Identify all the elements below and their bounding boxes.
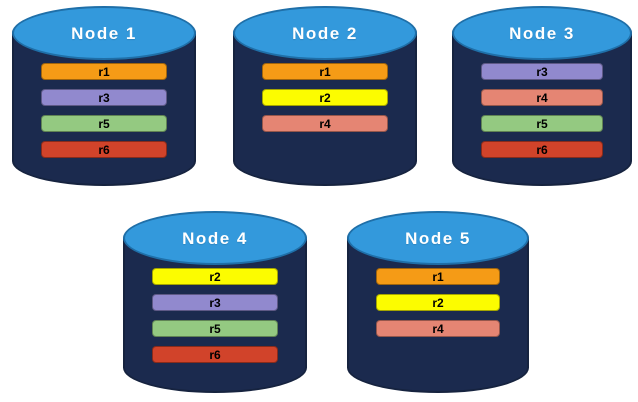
shard-label: r2	[319, 90, 331, 105]
node-cylinder[interactable]: Node 3 r3 r4 r5 r6	[452, 6, 632, 186]
node-top-disc: Node 5	[347, 211, 529, 265]
shard-bar[interactable]: r3	[480, 63, 604, 80]
shard-bar[interactable]: r4	[480, 89, 604, 106]
node-cylinder[interactable]: Node 4 r2 r3 r5 r6	[123, 211, 307, 393]
shard-list: r1 r2 r4	[233, 63, 417, 132]
shard-label: r4	[319, 116, 331, 131]
shard-bar[interactable]: r5	[41, 115, 167, 132]
shard-bar[interactable]: r5	[152, 320, 278, 337]
shard-label: r4	[536, 90, 548, 105]
shard-list: r1 r3 r5 r6	[12, 63, 196, 158]
shard-list: r1 r2 r4	[347, 268, 529, 337]
shard-label: r5	[98, 116, 110, 131]
shard-bar[interactable]: r6	[480, 141, 604, 158]
shard-bar[interactable]: r1	[376, 268, 500, 285]
shard-list: r3 r4 r5 r6	[452, 63, 632, 158]
node-title: Node 2	[292, 23, 358, 43]
node-title: Node 3	[509, 23, 575, 43]
shard-label: r3	[209, 295, 221, 310]
shard-label: r1	[319, 64, 331, 79]
shard-bar[interactable]: r2	[262, 89, 388, 106]
node-cylinder[interactable]: Node 2 r1 r2 r4	[233, 6, 417, 186]
shard-label: r4	[432, 321, 444, 336]
node-title: Node 5	[405, 228, 471, 248]
shard-label: r2	[432, 295, 444, 310]
shard-bar[interactable]: r3	[41, 89, 167, 106]
shard-bar[interactable]: r2	[152, 268, 278, 285]
node-top-disc: Node 1	[12, 6, 196, 60]
node-top-disc: Node 4	[123, 211, 307, 265]
shard-bar[interactable]: r3	[152, 294, 278, 311]
shard-label: r5	[209, 321, 221, 336]
shard-bar[interactable]: r6	[152, 346, 278, 363]
node-title: Node 4	[182, 228, 248, 248]
node-top-disc: Node 2	[233, 6, 417, 60]
node-cylinder[interactable]: Node 5 r1 r2 r4	[347, 211, 529, 393]
shard-label: r6	[98, 142, 110, 157]
shard-label: r3	[536, 64, 548, 79]
shard-label: r6	[536, 142, 548, 157]
shard-bar[interactable]: r1	[41, 63, 167, 80]
node-title: Node 1	[71, 23, 137, 43]
shard-label: r1	[98, 64, 110, 79]
shard-bar[interactable]: r4	[262, 115, 388, 132]
shard-label: r2	[209, 269, 221, 284]
shard-bar[interactable]: r1	[262, 63, 388, 80]
shard-bar[interactable]: r4	[376, 320, 500, 337]
shard-label: r6	[209, 347, 221, 362]
shard-label: r3	[98, 90, 110, 105]
node-cylinder[interactable]: Node 1 r1 r3 r5 r6	[12, 6, 196, 186]
shard-bar[interactable]: r2	[376, 294, 500, 311]
shard-list: r2 r3 r5 r6	[123, 268, 307, 363]
shard-label: r5	[536, 116, 548, 131]
shard-bar[interactable]: r6	[41, 141, 167, 158]
shard-label: r1	[432, 269, 444, 284]
node-top-disc: Node 3	[452, 6, 632, 60]
shard-bar[interactable]: r5	[480, 115, 604, 132]
